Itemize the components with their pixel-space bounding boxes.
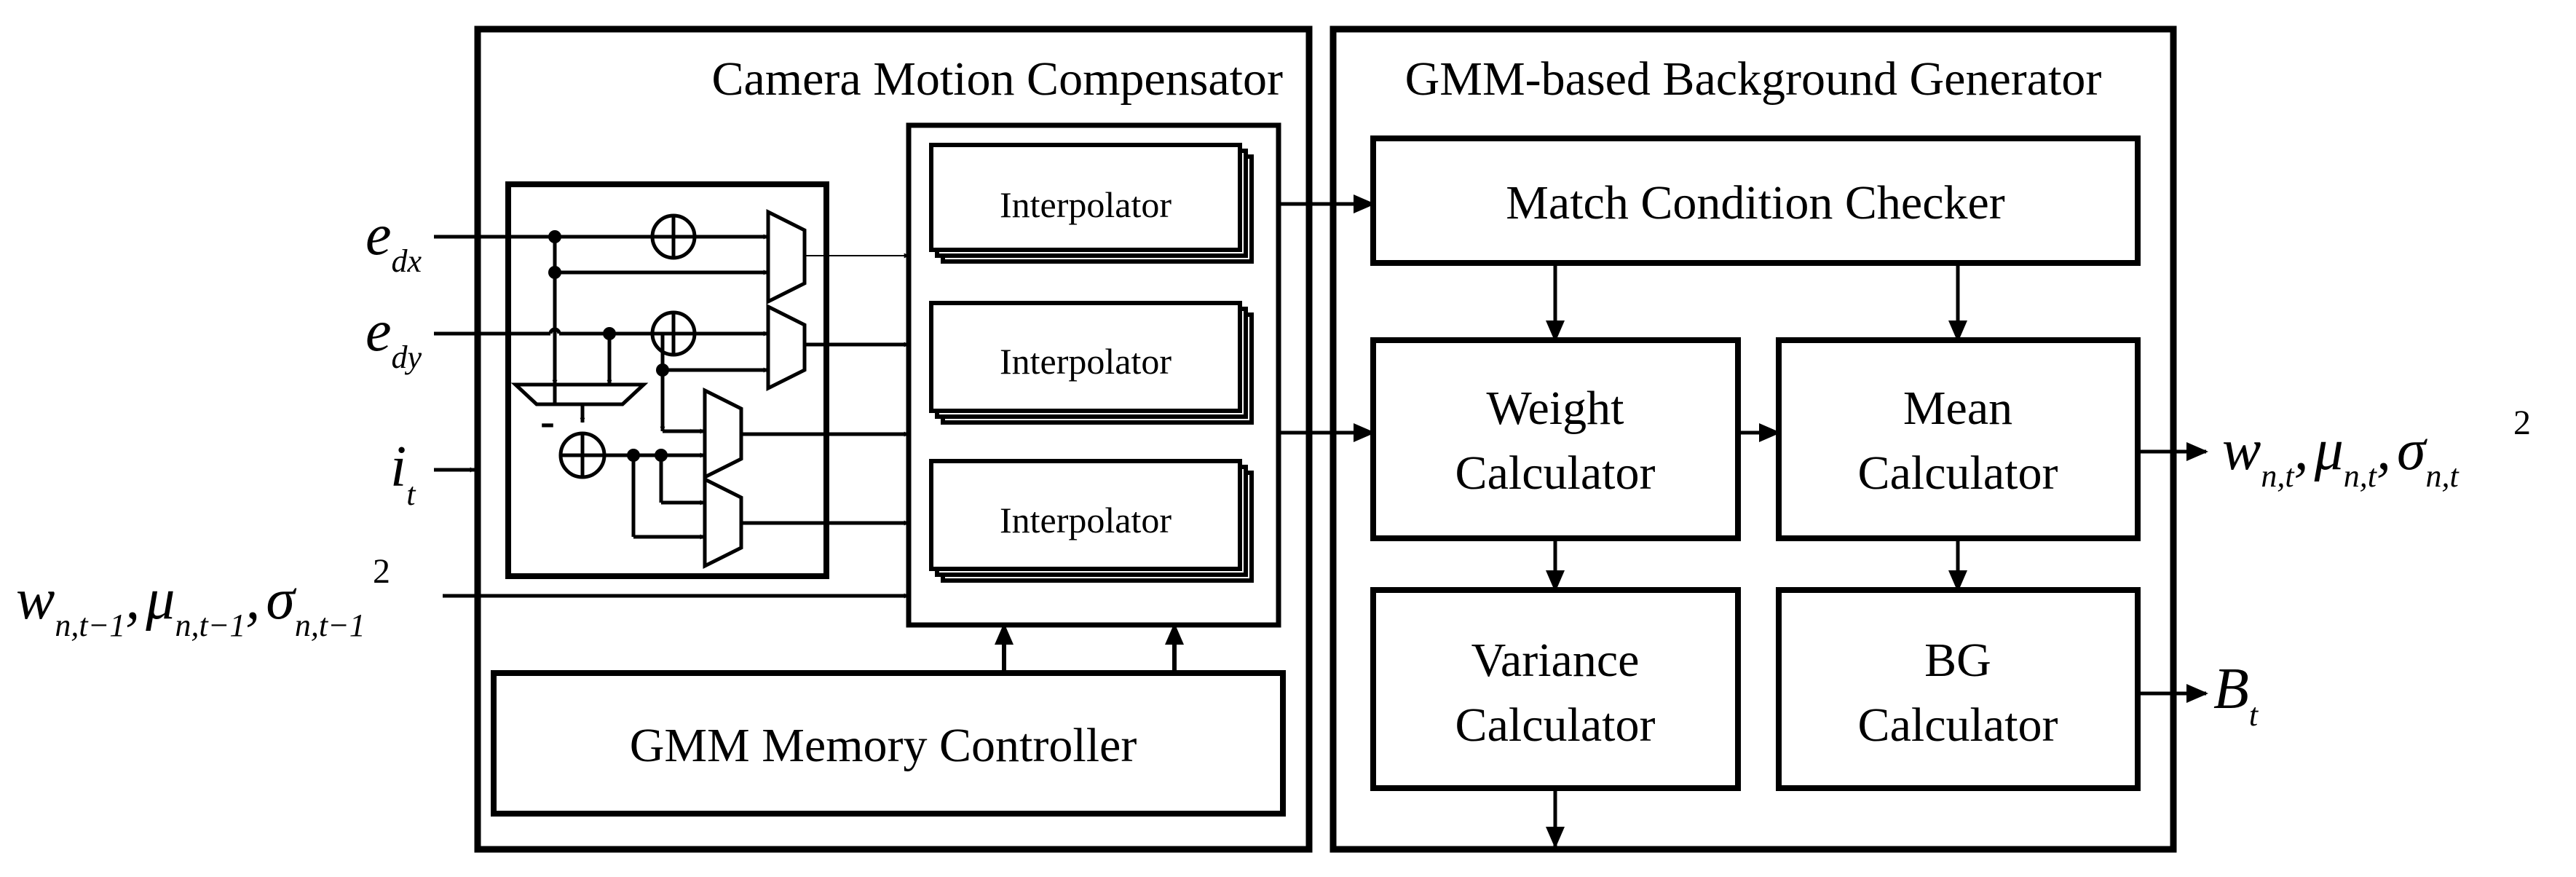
prev-sigma-sup: 2 <box>373 552 390 591</box>
variance-calculator-block <box>1370 587 1741 791</box>
mux-3 <box>703 387 743 481</box>
output-sigma-sup: 2 <box>2513 404 2531 442</box>
minus-sign: - <box>540 397 555 445</box>
adder-3 <box>558 431 607 479</box>
weight-calculator-label-line1: Weight <box>1487 382 1624 435</box>
prev-params-label: wn,t−1,μn,t−1,σn,t−1 <box>16 567 366 643</box>
interpolator-stack-2: Interpolator <box>929 301 1254 425</box>
interpolator-label-3: Interpolator <box>1000 500 1172 540</box>
gmm-memory-controller-label: GMM Memory Controller <box>630 719 1137 772</box>
camera-motion-compensator-title: Camera Motion Compensator <box>711 52 1283 106</box>
interpolator-label-2: Interpolator <box>1000 341 1172 382</box>
adder-1 <box>650 213 697 260</box>
gmm-background-generator-block <box>1330 25 2177 853</box>
bt-label: Bt <box>2213 657 2259 733</box>
interpolator-stack-1: Interpolator <box>929 143 1254 264</box>
edy-label: edy <box>366 299 422 375</box>
interpolator-label-1: Interpolator <box>1000 184 1172 225</box>
junction-dots <box>548 230 669 462</box>
adder-2 <box>650 310 697 357</box>
it-label: it <box>390 435 416 512</box>
mux-4 <box>703 476 743 570</box>
mux-2 <box>766 303 807 392</box>
match-condition-checker-label: Match Condition Checker <box>1506 176 2005 229</box>
edx-label: edx <box>366 203 422 279</box>
mean-calculator-label-line1: Mean <box>1903 382 2012 435</box>
address-adder-block <box>505 181 829 579</box>
bg-calculator-label-line2: Calculator <box>1858 699 2058 752</box>
output-params-label: wn,t,μn,t,σn,t <box>2222 418 2460 494</box>
bg-calculator-block <box>1776 587 2141 791</box>
mux-1 <box>766 208 807 305</box>
bg-calculator-label-line1: BG <box>1924 634 1991 687</box>
weight-calculator-block <box>1370 337 1741 541</box>
mux-to-interpolator-arrows <box>741 253 909 526</box>
subtractor <box>510 382 649 406</box>
interpolator-array <box>906 122 1281 628</box>
interpolator-stack-3: Interpolator <box>929 459 1254 583</box>
mean-calculator-block <box>1776 337 2141 541</box>
gmm-memory-controller-block <box>491 670 1286 817</box>
weight-calculator-label-line2: Calculator <box>1455 447 1656 500</box>
mean-calculator-label-line2: Calculator <box>1858 447 2058 500</box>
gmm-background-generator-title: GMM-based Background Generator <box>1405 52 2102 106</box>
variance-calculator-label-line1: Variance <box>1471 634 1640 687</box>
variance-calculator-label-line2: Calculator <box>1455 699 1656 752</box>
gbg-arrows <box>1279 194 2208 849</box>
camera-motion-compensator-block <box>474 25 1313 853</box>
internal-wiring <box>434 234 769 540</box>
